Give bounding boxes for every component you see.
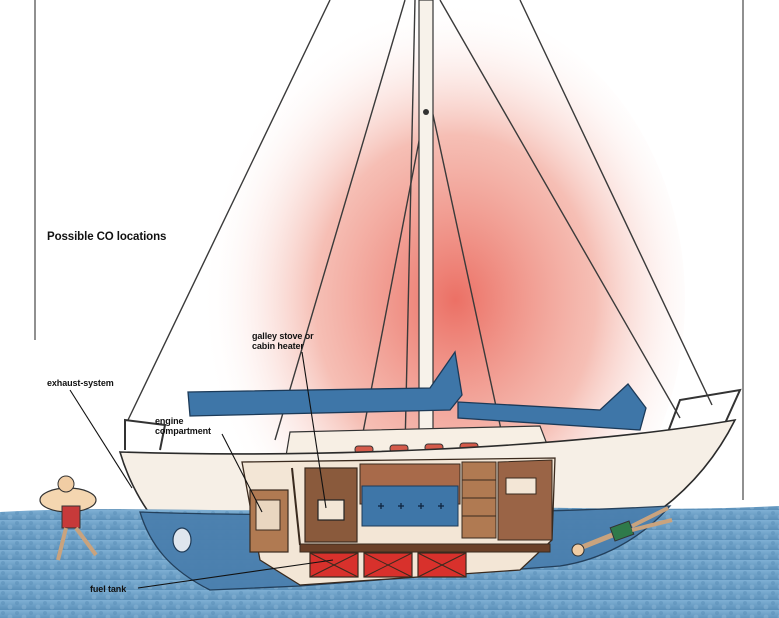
cabin-sole bbox=[299, 543, 551, 553]
cabinet bbox=[461, 461, 497, 539]
swimmer-left bbox=[39, 475, 98, 561]
leader-lines bbox=[69, 351, 334, 589]
label-galley-line-2: cabin heater bbox=[252, 341, 304, 351]
mainsail-cover bbox=[187, 350, 463, 417]
cushion-pattern bbox=[378, 503, 444, 509]
leader-galley bbox=[301, 351, 327, 509]
mast-fitting bbox=[423, 109, 429, 115]
fuel-tank-cross bbox=[309, 552, 467, 578]
cabinet-drawers bbox=[462, 479, 496, 517]
mizzen-sail-cover bbox=[457, 383, 647, 431]
label-engine-compartment: engine compartment bbox=[155, 416, 211, 436]
leader-fuel bbox=[137, 559, 334, 589]
stern-pulpit bbox=[124, 418, 167, 451]
label-exhaust-system: exhaust-system bbox=[47, 378, 114, 388]
label-fuel-tank: fuel tank bbox=[90, 584, 127, 594]
leader-engine bbox=[221, 433, 263, 513]
companionway-ladder bbox=[291, 467, 301, 546]
engine-block bbox=[255, 499, 281, 531]
label-galley-stove: galley stove or cabin heater bbox=[252, 331, 314, 351]
mast bbox=[418, 0, 434, 451]
berth-pillow bbox=[505, 477, 537, 495]
v-berth bbox=[497, 459, 553, 541]
leader-exhaust bbox=[69, 389, 133, 489]
bow-pulpit bbox=[664, 388, 742, 441]
propeller bbox=[172, 527, 192, 553]
galley-stove bbox=[317, 499, 345, 521]
label-engine-line-2: compartment bbox=[155, 426, 211, 436]
label-galley-line-1: galley stove or bbox=[252, 331, 314, 341]
rigging bbox=[127, 0, 713, 449]
label-engine-line-1: engine bbox=[155, 416, 184, 426]
diagram-title: Possible CO locations bbox=[47, 231, 167, 243]
swimmer-right bbox=[571, 506, 673, 557]
